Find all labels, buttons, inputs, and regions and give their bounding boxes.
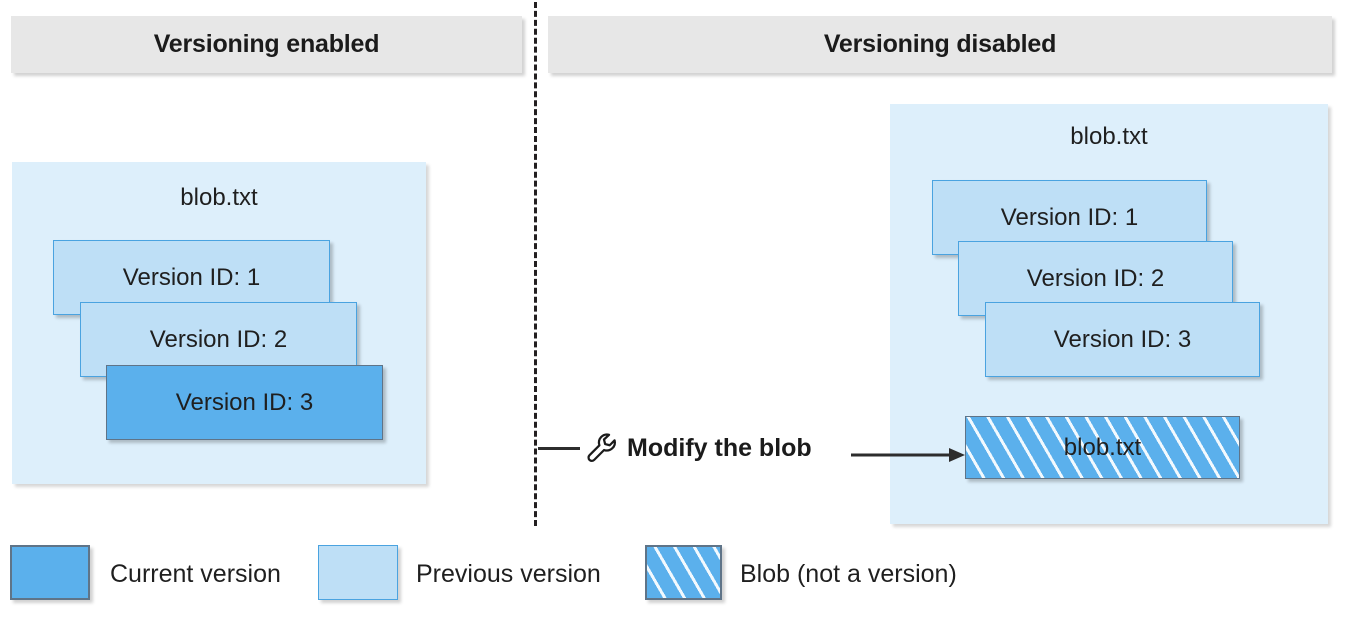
wrench-icon xyxy=(584,431,618,465)
legend-swatch-previous-version xyxy=(318,545,398,600)
modified-blob-box: blob.txt xyxy=(965,416,1240,479)
legend-swatch-current-version xyxy=(10,545,90,600)
version-box-2-left: Version ID: 2 xyxy=(80,302,357,377)
version-box-3-right: Version ID: 3 xyxy=(985,302,1260,377)
column-header-versioning-disabled: Versioning disabled xyxy=(548,16,1332,73)
column-divider xyxy=(534,2,537,526)
blob-name-label: blob.txt xyxy=(180,184,258,211)
legend-label-blob-not-a-version: Blob (not a version) xyxy=(740,560,957,588)
blob-name-label: blob.txt xyxy=(1070,123,1148,150)
connector-line-left xyxy=(538,447,580,450)
modify-the-blob-action: Modify the blob xyxy=(584,428,812,468)
version-box-3-left-current: Version ID: 3 xyxy=(106,365,383,440)
legend-label-previous-version: Previous version xyxy=(416,560,601,588)
legend-label-current-version: Current version xyxy=(110,560,281,588)
column-header-versioning-enabled: Versioning enabled xyxy=(11,16,522,73)
legend-swatch-blob-not-a-version xyxy=(645,545,722,600)
modify-the-blob-label: Modify the blob xyxy=(627,433,812,462)
connector-arrow-right xyxy=(851,448,965,462)
